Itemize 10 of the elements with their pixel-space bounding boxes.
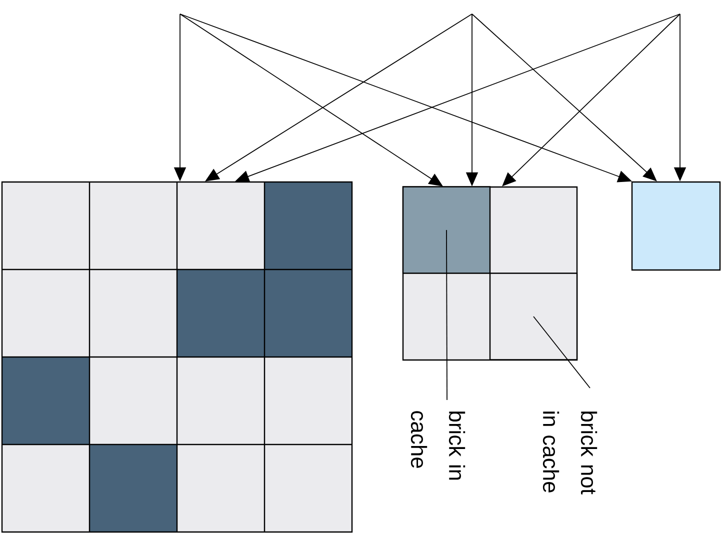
arrow	[502, 14, 680, 186]
grid-cell	[402, 186, 491, 274]
callout-label: brick not in cache	[542, 412, 598, 494]
square	[631, 181, 721, 271]
arrow	[472, 14, 657, 182]
callout-label: brick in cache	[410, 411, 466, 480]
grid	[1, 181, 353, 533]
leader-line	[533, 316, 590, 388]
leader-line	[446, 230, 448, 400]
grid-cell	[489, 272, 578, 360]
